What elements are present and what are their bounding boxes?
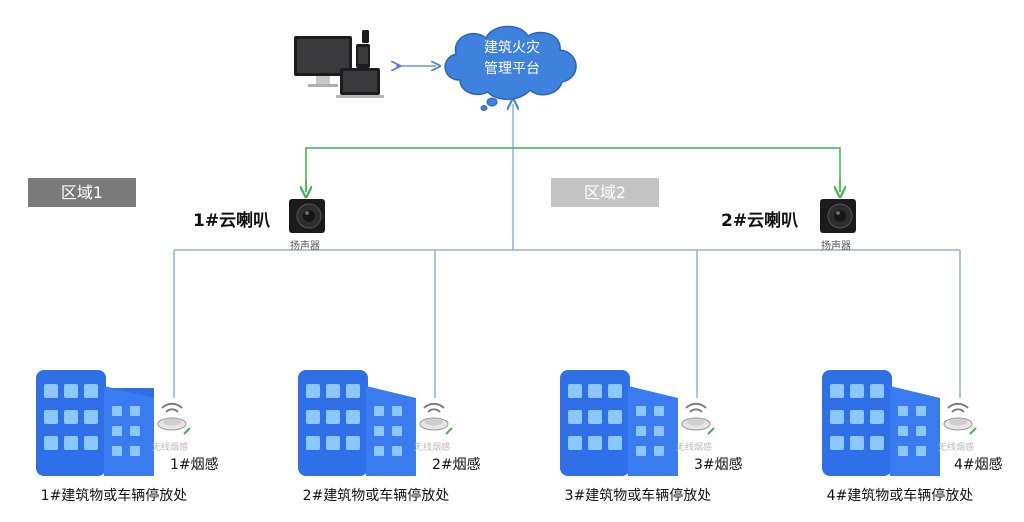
building-name-4: 4#建筑物或车辆停放处 [826, 488, 974, 504]
building-name-1: 1#建筑物或车辆停放处 [40, 488, 188, 504]
building-icon-4 [822, 370, 940, 476]
speaker-name-2: 2#云喇叭 [721, 211, 799, 231]
zone-label-2: 区域2 [551, 178, 659, 207]
smoke-detector-icon-2 [419, 402, 453, 435]
smoke-caption-4: 无线烟感 [938, 443, 975, 453]
platform-label: 建筑火灾 管理平台 [448, 38, 576, 80]
smoke-name-1: 1#烟感 [170, 457, 219, 473]
smoke-caption-1: 无线烟感 [152, 443, 189, 453]
speaker-caption-2: 扬声器 [821, 241, 851, 252]
speaker-link [305, 147, 841, 192]
smoke-name-3: 3#烟感 [694, 457, 743, 473]
smoke-name-2: 2#烟感 [432, 457, 481, 473]
building-icon-1 [36, 370, 154, 476]
speaker-icon-1 [289, 199, 325, 233]
building-name-3: 3#建筑物或车辆停放处 [564, 488, 712, 504]
speaker-name-1: 1#云喇叭 [193, 211, 271, 231]
smoke-detector-icon-4 [943, 402, 977, 435]
smoke-detector-icon-1 [157, 402, 191, 435]
building-icon-2 [298, 370, 416, 476]
smoke-name-4: 4#烟感 [954, 457, 1003, 473]
building-icon-3 [560, 370, 678, 476]
smoke-caption-2: 无线烟感 [414, 443, 451, 453]
smoke-caption-3: 无线烟感 [676, 443, 713, 453]
speaker-icon-2 [820, 199, 856, 233]
platform-label-line2: 管理平台 [484, 61, 540, 77]
speaker-caption-1: 扬声器 [290, 241, 320, 252]
cloud-icon [444, 25, 577, 111]
platform-label-line1: 建筑火灾 [484, 40, 540, 56]
devices-icon [294, 30, 384, 98]
zone-label-1: 区域1 [28, 178, 136, 207]
building-name-2: 2#建筑物或车辆停放处 [302, 488, 450, 504]
smoke-detector-icon-3 [681, 402, 715, 435]
